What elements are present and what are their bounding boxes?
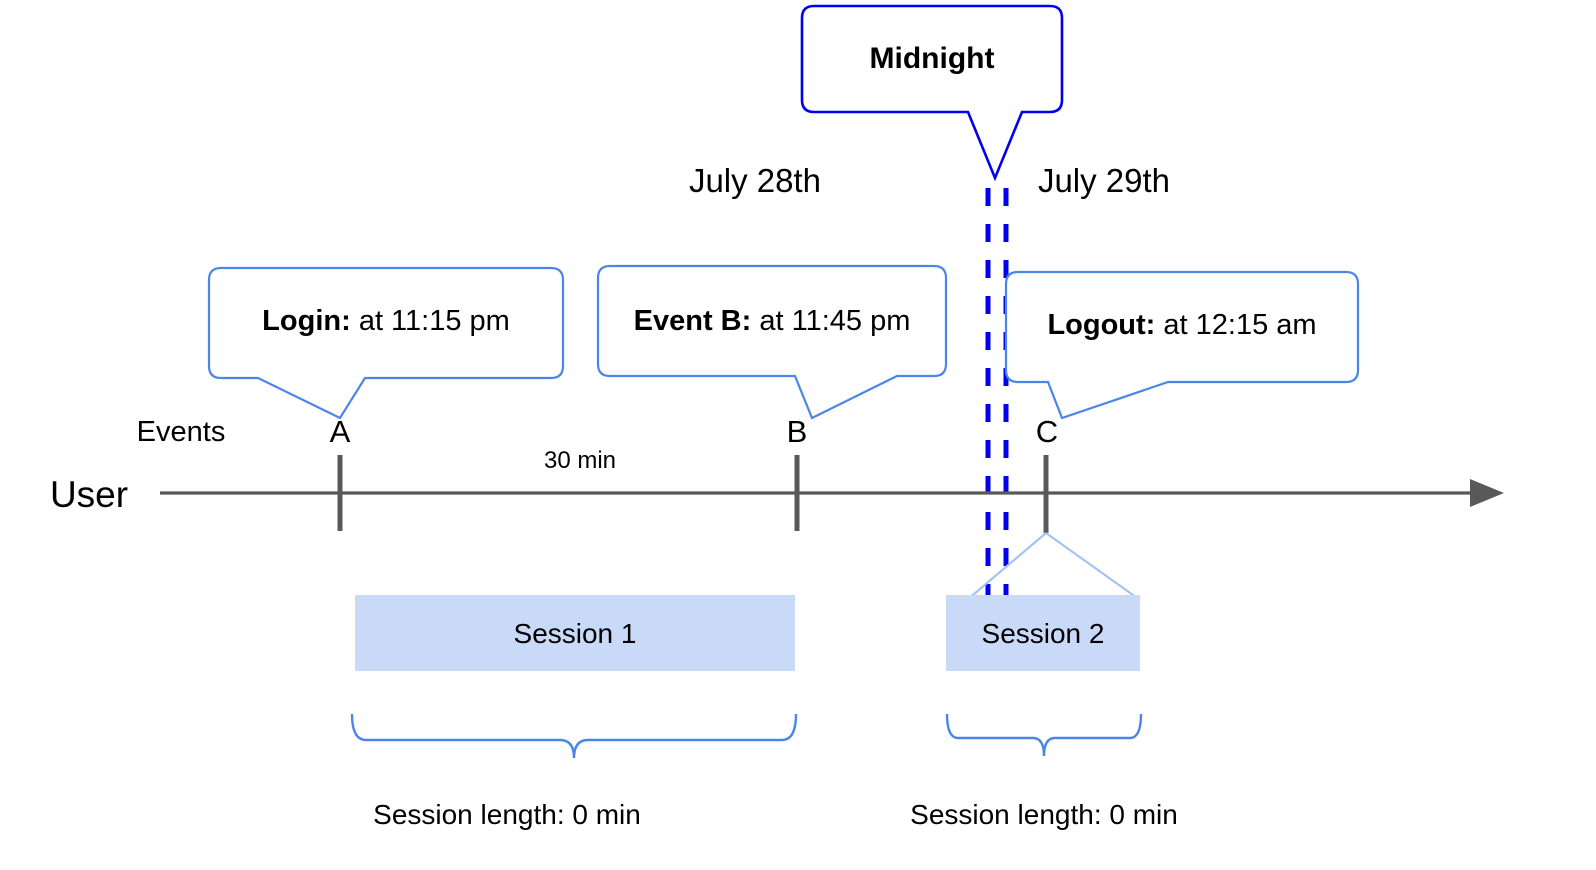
callout-shape-login: [207, 266, 565, 420]
session-length-label-1: Session length: 0 min: [373, 799, 641, 830]
user-row-label: User: [49, 474, 129, 515]
callout-label-login: Login: at 11:15 pm: [262, 307, 510, 336]
brace-session-1: [350, 713, 798, 759]
brace-session-2: [945, 713, 1143, 757]
callout-shape-logout: [1004, 270, 1360, 420]
callout-bold-login: Login:: [262, 305, 351, 337]
day-label-july-28: July 28th: [688, 162, 822, 199]
event-marker-a: A: [329, 414, 351, 449]
callout-shape-event-b: [596, 264, 948, 420]
session-label-1: Session 1: [513, 618, 637, 649]
events-row-label: Events: [136, 416, 226, 448]
event-marker-b: B: [786, 414, 808, 449]
callout-label-logout: Logout: at 12:15 am: [1047, 311, 1316, 340]
session-label-2: Session 2: [981, 618, 1105, 649]
timeline-axis-arrowhead: [1470, 479, 1504, 507]
day-label-july-29: July 29th: [1037, 162, 1171, 199]
callout-rest-event-b: at 11:45 pm: [751, 305, 911, 337]
callout-bold-logout: Logout:: [1047, 309, 1156, 341]
callout-rest-logout: at 12:15 am: [1155, 309, 1317, 341]
event-marker-c: C: [1035, 414, 1059, 449]
callout-label-event-b: Event B: at 11:45 pm: [634, 307, 911, 336]
session-box-1: [355, 595, 795, 671]
session2-connector-right: [1045, 532, 1141, 601]
session2-connector-left: [966, 532, 1047, 601]
midnight-callout-shape: [800, 4, 1064, 182]
midnight-label: Midnight: [869, 42, 995, 75]
session-box-2: [946, 595, 1140, 671]
interval-label-30-min: 30 min: [543, 447, 617, 474]
callout-rest-login: at 11:15 pm: [350, 305, 510, 337]
callout-bold-event-b: Event B:: [633, 305, 752, 337]
session-length-label-2: Session length: 0 min: [910, 799, 1178, 830]
